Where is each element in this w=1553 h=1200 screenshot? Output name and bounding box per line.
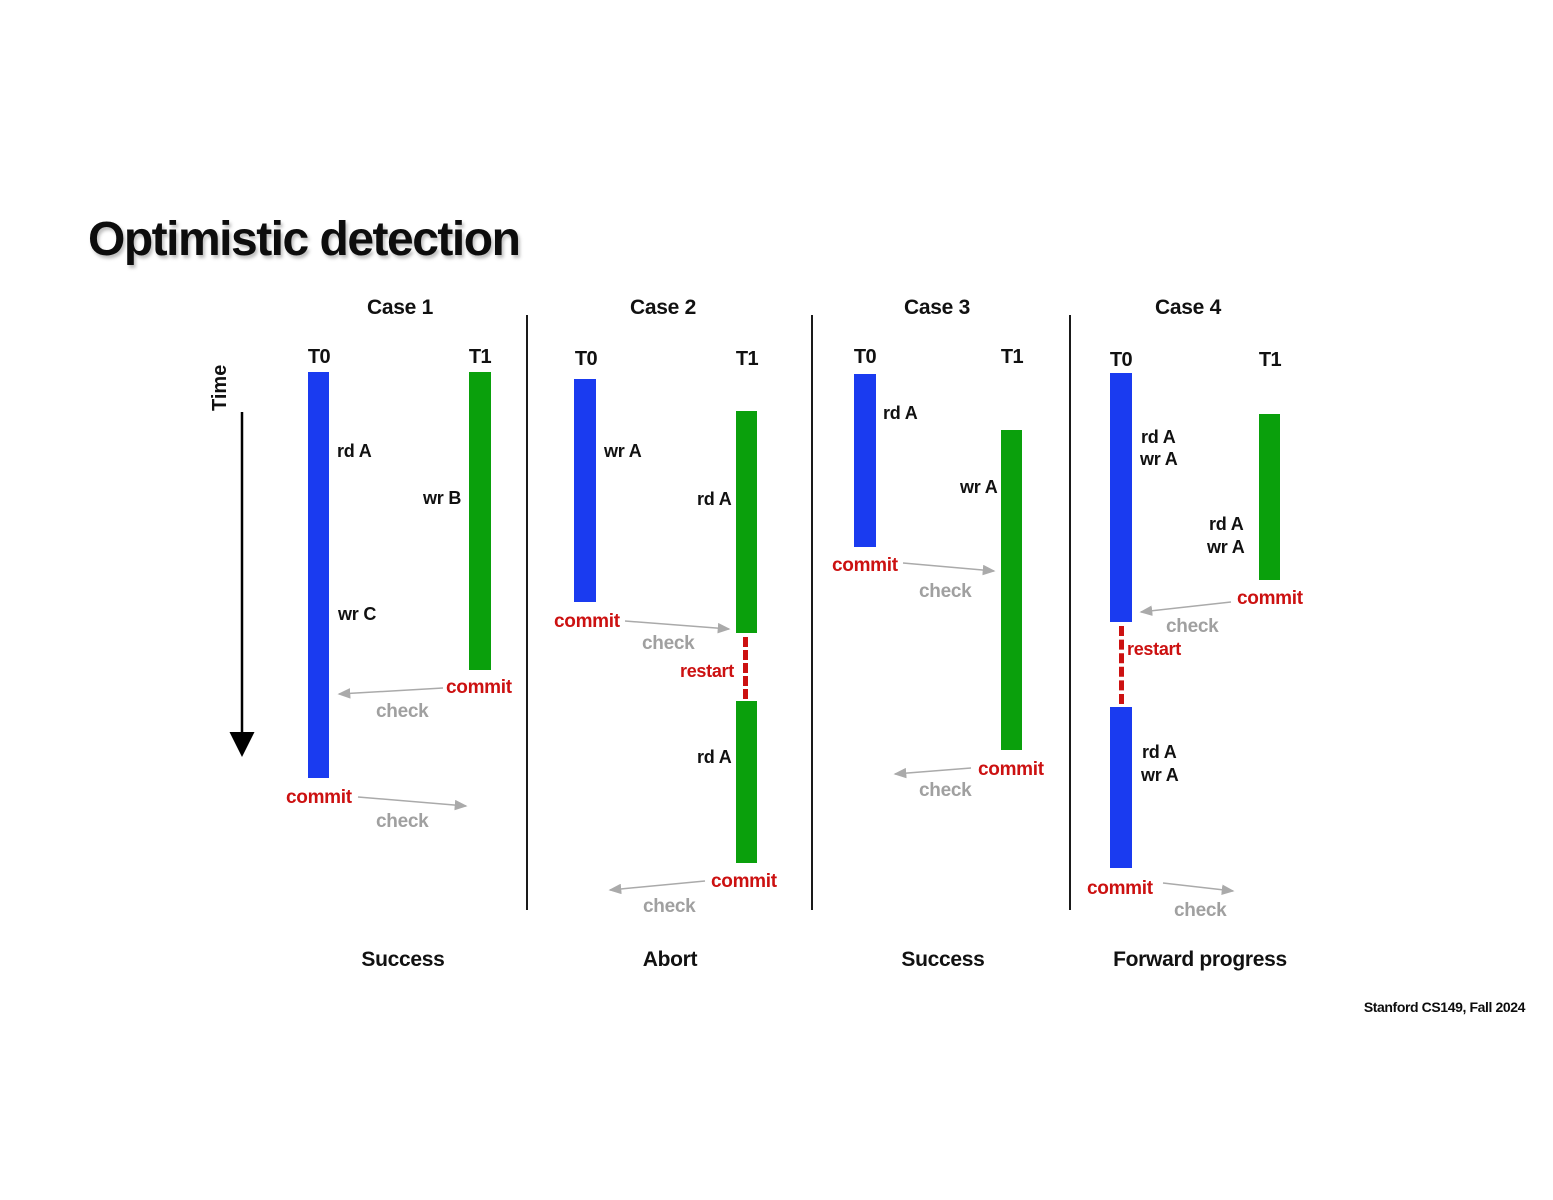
check-arrow-case2-t0-to-t1 xyxy=(624,620,731,634)
case4-t1-op-rdA: rd A xyxy=(1209,514,1244,534)
case2-t1-bar-segment2 xyxy=(736,701,757,863)
case4-t0-op-rdA-1: rd A xyxy=(1141,427,1176,447)
case3-t0-header: T0 xyxy=(853,346,877,368)
case2-restart-label: restart xyxy=(680,661,734,681)
case1-t1-op-wrB: wr B xyxy=(423,488,462,508)
case4-t0-op-wrA-2: wr A xyxy=(1141,765,1179,785)
case1-check-label-2: check xyxy=(376,811,429,832)
case1-check-label-1: check xyxy=(376,701,429,722)
case2-t1-op-rdA-2: rd A xyxy=(697,747,732,767)
divider-case2-case3 xyxy=(811,315,813,910)
divider-case1-case2 xyxy=(526,315,528,910)
time-axis-label: Time xyxy=(209,364,231,411)
check-arrow-case1-t0-to-t1 xyxy=(357,796,468,811)
case2-check-label-1: check xyxy=(642,633,695,654)
case1-t0-commit-label: commit xyxy=(286,787,352,808)
case3-t0-commit-label: commit xyxy=(832,555,898,576)
case3-t0-bar xyxy=(854,374,876,547)
case2-t0-header: T0 xyxy=(574,348,598,370)
case1-t1-header: T1 xyxy=(468,346,492,368)
case3-outcome: Success xyxy=(901,948,985,971)
case2-t1-commit-label: commit xyxy=(711,871,777,892)
case1-title: Case 1 xyxy=(367,296,433,319)
slide-title: Optimistic detection xyxy=(88,213,521,266)
case2-restart-line xyxy=(743,637,748,699)
case3-t1-bar xyxy=(1001,430,1022,750)
check-arrow-case1-t1-to-t0 xyxy=(337,687,444,699)
case3-check-label-2: check xyxy=(919,780,972,801)
case3-t1-commit-label: commit xyxy=(978,759,1044,780)
case2-t0-bar xyxy=(574,379,596,602)
case2-t1-header: T1 xyxy=(735,348,759,370)
check-arrow-case2-t1-to-t0 xyxy=(608,880,706,895)
case4-t1-commit-label: commit xyxy=(1237,588,1303,609)
case1-t0-header: T0 xyxy=(307,346,331,368)
case2-outcome: Abort xyxy=(642,948,698,971)
case1-t0-op-wrC: wr C xyxy=(338,604,377,624)
case4-t0-bar-segment1 xyxy=(1110,373,1132,622)
case4-title: Case 4 xyxy=(1155,296,1221,319)
case4-t1-op-wrA: wr A xyxy=(1207,537,1245,557)
case2-t1-op-rdA-1: rd A xyxy=(697,489,732,509)
case4-restart-line xyxy=(1119,626,1124,704)
case4-t1-bar xyxy=(1259,414,1280,580)
case4-t0-commit-label: commit xyxy=(1087,878,1153,899)
check-arrow-case4-t0-to-t1 xyxy=(1162,882,1235,895)
case2-t0-commit-label: commit xyxy=(554,611,620,632)
case4-outcome: Forward progress xyxy=(1113,948,1287,971)
case3-check-label-1: check xyxy=(919,581,972,602)
case2-title: Case 2 xyxy=(630,296,696,319)
divider-case3-case4 xyxy=(1069,315,1071,910)
check-arrow-case3-t0-to-t1 xyxy=(902,562,996,576)
check-arrow-case4-t1-to-t0 xyxy=(1139,601,1232,616)
case1-t0-op-rdA: rd A xyxy=(337,441,372,461)
case1-t1-bar xyxy=(469,372,491,670)
case4-t1-header: T1 xyxy=(1258,349,1282,371)
case3-t0-op-rdA: rd A xyxy=(883,403,918,423)
case4-check-label-1: check xyxy=(1166,616,1219,637)
case4-check-label-2: check xyxy=(1174,900,1227,921)
case4-t0-bar-segment2 xyxy=(1110,707,1132,868)
case2-check-label-2: check xyxy=(643,896,696,917)
case2-t1-bar-segment1 xyxy=(736,411,757,633)
case3-t1-header: T1 xyxy=(1000,346,1024,368)
case2-t0-op-wrA: wr A xyxy=(604,441,642,461)
case4-t0-op-rdA-2: rd A xyxy=(1142,742,1177,762)
case4-restart-label: restart xyxy=(1127,639,1181,659)
case1-t1-commit-label: commit xyxy=(446,677,512,698)
case4-t0-header: T0 xyxy=(1109,349,1133,371)
case1-t0-bar xyxy=(308,372,329,778)
case3-title: Case 3 xyxy=(904,296,970,319)
footer-credit: Stanford CS149, Fall 2024 xyxy=(1363,999,1526,1015)
case4-t0-op-wrA-1: wr A xyxy=(1140,449,1178,469)
check-arrow-case3-t1-to-t0 xyxy=(893,767,972,779)
case1-outcome: Success xyxy=(361,948,445,971)
case3-t1-op-wrA: wr A xyxy=(960,477,998,497)
